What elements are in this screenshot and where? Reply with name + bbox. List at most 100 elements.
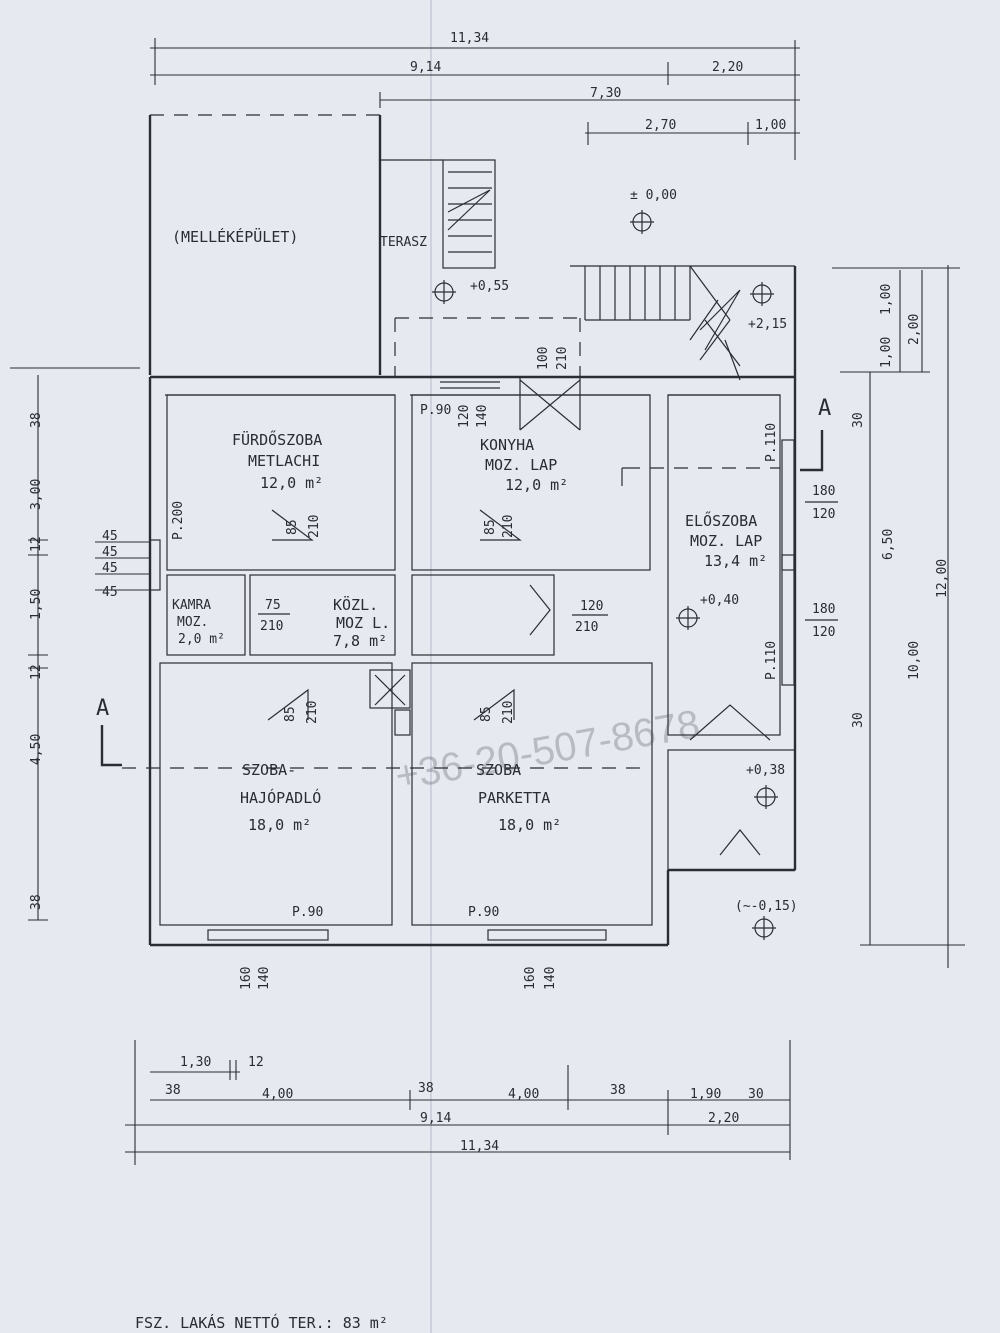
- right-dimensions: 1,00 1,00 2,00 12,00 30 6,50 10,00 30: [832, 265, 965, 968]
- outer-walls: [148, 266, 797, 947]
- bathroom-floor: METLACHI: [248, 452, 320, 470]
- room-right-area: 18,0 m²: [498, 816, 561, 834]
- room-left-name: SZOBA-: [242, 761, 296, 779]
- left-dimensions: 38 3,00 12 1,50 12 4,50 38 45 45 45 45: [10, 367, 150, 921]
- door-swings: [267, 509, 771, 856]
- porch-outline: 100 210: [394, 317, 581, 378]
- section-a-top: A: [818, 396, 831, 421]
- room-left-area: 18,0 m²: [248, 816, 311, 834]
- dim-bottom-400a: 4,00: [262, 1087, 293, 1102]
- room-right-floor: PARKETTA: [478, 789, 550, 807]
- room-left-floor: HAJÓPADLÓ: [240, 788, 321, 807]
- dim-left-450: 4,50: [29, 734, 44, 765]
- dim-bottom-914: 9,14: [420, 1111, 451, 1126]
- bathroom-name: FÜRDŐSZOBA: [232, 429, 322, 449]
- dim-bottom-30: 30: [748, 1087, 764, 1102]
- dim-right-30a: 30: [851, 412, 866, 428]
- pantry-floor: MOZ.: [177, 615, 208, 630]
- opening-p90a: P.90: [420, 403, 451, 418]
- opening-d140b: 140: [257, 967, 272, 990]
- level-terrace: +0,55: [470, 279, 509, 294]
- dim-left-45c: 45: [102, 561, 118, 576]
- opening-d210b: 210: [307, 515, 322, 538]
- level-labels: +0,40 +0,38 (~-0,15): [700, 593, 798, 914]
- opening-p90c: P.90: [468, 905, 499, 920]
- pantry-area: 2,0 m²: [178, 632, 225, 647]
- dim-bottom-38a: 38: [165, 1083, 181, 1098]
- dim-left-45d: 45: [102, 585, 118, 600]
- annex-block: (MELLÉKÉPÜLET) TERASZ +0,55 ± 0,00: [148, 114, 677, 375]
- dim-right-30b: 30: [851, 712, 866, 728]
- dim-porch-210: 210: [555, 347, 570, 370]
- dim-bottom-total: 11,34: [460, 1139, 499, 1154]
- corridor-area: 7,8 m²: [333, 632, 387, 650]
- level-ground: ± 0,00: [630, 188, 677, 203]
- opening-d85d: 85: [479, 706, 494, 722]
- windows: [149, 439, 795, 941]
- dim-bottom-38c: 38: [610, 1083, 626, 1098]
- dim-top-right: 2,20: [712, 60, 743, 75]
- dim-bottom-220: 2,20: [708, 1111, 739, 1126]
- opening-d120c: 120: [812, 507, 835, 522]
- opening-d160a: 160: [239, 967, 254, 990]
- opening-d160b: 160: [523, 967, 538, 990]
- room-right-name: SZOBA: [476, 761, 521, 779]
- kitchen-area: 12,0 m²: [505, 476, 568, 494]
- dim-bottom-38b: 38: [418, 1081, 434, 1096]
- bathroom-area: 12,0 m²: [260, 474, 323, 492]
- phone-watermark: +36-20-507-8678: [392, 702, 703, 799]
- dim-right-200: 2,00: [907, 314, 922, 345]
- corridor-floor: MOZ L.: [336, 614, 390, 632]
- living-name: ELŐSZOBA: [685, 510, 757, 530]
- dim-top-total: 11,34: [450, 31, 489, 46]
- annex-label: (MELLÉKÉPÜLET): [172, 227, 298, 246]
- terrace-label: TERASZ: [380, 235, 427, 250]
- dim-right-1200: 12,00: [935, 559, 950, 598]
- dim-top-270: 2,70: [645, 118, 676, 133]
- dim-right-100b: 1,00: [879, 284, 894, 315]
- dim-left-12a: 12: [29, 536, 44, 552]
- corridor-name: KÖZL.: [333, 595, 378, 614]
- opening-d140a: 140: [475, 405, 490, 428]
- opening-p200: P.200: [171, 501, 186, 540]
- opening-p110a: P.110: [764, 423, 779, 462]
- opening-d210f: 210: [305, 701, 320, 724]
- dim-right-100a: 1,00: [879, 337, 894, 368]
- opening-d210e: 210: [575, 620, 598, 635]
- top-dimensions: 11,34 9,14 2,20 7,30 2,70 1,00: [150, 31, 800, 160]
- bottom-dimensions: 1,30 12 38 4,00 38 4,00 38 1,90 30 9,14 …: [125, 1040, 791, 1165]
- opening-d85b: 85: [483, 519, 498, 535]
- dim-left-45a: 45: [102, 529, 118, 544]
- dim-left-38a: 38: [29, 412, 44, 428]
- opening-d120b: 120: [580, 599, 603, 614]
- section-a-left: A: [96, 696, 109, 721]
- opening-d120a: 120: [457, 405, 472, 428]
- dim-bottom-400b: 4,00: [508, 1087, 539, 1102]
- interior-walls: [159, 378, 796, 926]
- room-labels: FÜRDŐSZOBA METLACHI 12,0 m² KONYHA MOZ. …: [172, 429, 767, 834]
- opening-d180a: 180: [812, 484, 835, 499]
- terrace-stair: [442, 159, 496, 269]
- dim-bottom-130: 1,30: [180, 1055, 211, 1070]
- opening-d180b: 180: [812, 602, 835, 617]
- opening-p90b: P.90: [292, 905, 323, 920]
- dim-top-main: 9,14: [410, 60, 441, 75]
- level-stair-top: +2,15: [748, 317, 787, 332]
- dim-top-100: 1,00: [755, 118, 786, 133]
- dim-left-45b: 45: [102, 545, 118, 560]
- opening-d120d: 120: [812, 625, 835, 640]
- opening-d85a: 85: [285, 519, 300, 535]
- pantry-name: KAMRA: [172, 598, 211, 613]
- level-outside: (~-0,15): [735, 899, 798, 914]
- opening-d210d: 210: [260, 619, 283, 634]
- kitchen-floor: MOZ. LAP: [485, 456, 557, 474]
- section-markers: A A: [96, 396, 831, 769]
- kitchen-name: KONYHA: [480, 436, 534, 454]
- dim-bottom-190: 1,90: [690, 1087, 721, 1102]
- dim-top-730: 7,30: [590, 86, 621, 101]
- living-floor: MOZ. LAP: [690, 532, 762, 550]
- opening-p110b: P.110: [764, 641, 779, 680]
- dim-bottom-12: 12: [248, 1055, 264, 1070]
- opening-labels: P.90 P.200 P.110 P.110 P.90 P.90 120 140…: [171, 403, 838, 990]
